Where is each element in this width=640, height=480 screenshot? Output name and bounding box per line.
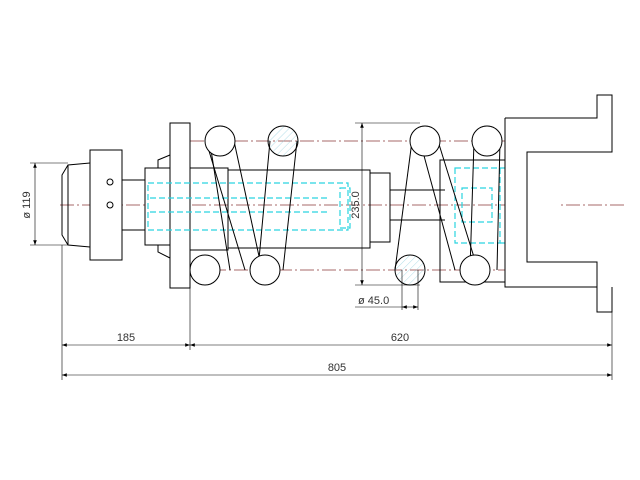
right-bracket: [504, 94, 613, 313]
shaft: [147, 159, 535, 283]
dim-nose-diameter: ø 119: [21, 191, 33, 218]
spring: [189, 125, 503, 286]
dim-right-length: 620: [391, 332, 409, 344]
flange-plate: [169, 122, 191, 289]
dim-wire-diameter: ø 45.0: [358, 295, 389, 307]
dimension-lines: [30, 122, 613, 380]
dim-overall-length: 805: [328, 362, 346, 374]
dim-spring-height: 235.0: [350, 191, 362, 219]
dim-left-length: 185: [117, 332, 135, 344]
